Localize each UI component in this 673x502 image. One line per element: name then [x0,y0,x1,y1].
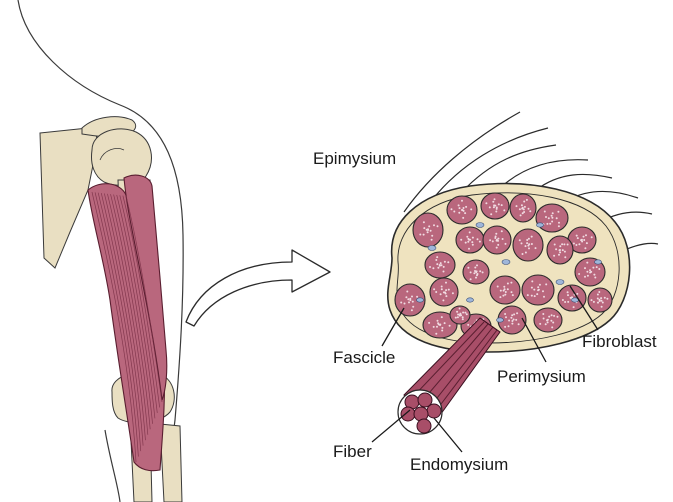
label-epimysium: Epimysium [313,149,396,168]
fascicle [536,204,568,232]
arm-inner-outline [105,430,120,502]
fascicle [522,275,554,305]
fascicle [447,196,477,224]
fascicle [547,236,573,264]
fascicle [425,252,455,278]
fascicle [463,260,489,284]
endomysium-leader [434,418,462,452]
label-perimysium: Perimysium [497,367,586,386]
fascicle [481,193,509,219]
curved-arrow [186,250,330,326]
fascicle [588,288,612,312]
fascicle [450,306,470,324]
fascicle [510,194,536,222]
fascicle [490,276,520,304]
label-fiber: Fiber [333,442,372,461]
label-endomysium: Endomysium [410,455,508,474]
fascicle [513,229,543,261]
radius-bone [160,424,182,502]
label-fascicle: Fascicle [333,348,395,367]
fascicle [430,278,458,306]
fascicle [483,226,511,254]
fascicle [534,308,562,332]
fascicle [456,227,484,253]
label-fibroblast: Fibroblast [582,332,657,351]
arm-illustration [18,0,183,502]
fascicle [413,213,443,247]
